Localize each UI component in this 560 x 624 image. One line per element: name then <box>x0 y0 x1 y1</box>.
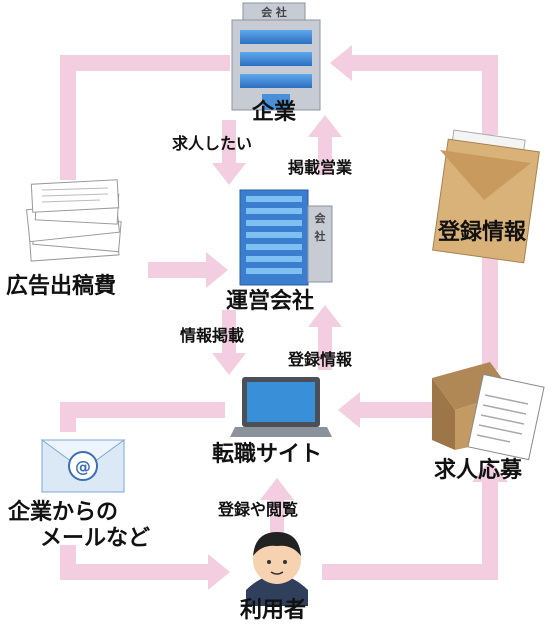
arrow-up-application <box>472 460 508 482</box>
line-reg-company <box>350 55 498 71</box>
line-application-site <box>360 402 432 418</box>
node-company-mail-line2: メールなど <box>40 526 151 551</box>
arrow-right-user <box>208 554 230 590</box>
line-site-mail-down <box>60 402 76 432</box>
arrow-down-agency <box>212 163 246 185</box>
edge-registration-info: 登録情報 <box>288 350 353 369</box>
edge-register-browse: 登録や閲覧 <box>218 500 299 519</box>
agency-sign-bottom: 社 <box>314 229 326 243</box>
line-user-app-up <box>482 480 498 580</box>
arrow-left-site <box>338 392 360 428</box>
node-application: 求人応募 <box>434 458 523 483</box>
envelope-icon <box>432 129 540 264</box>
line-user-site <box>270 495 284 535</box>
document-icon <box>467 373 545 461</box>
node-company: 企業 <box>252 100 297 125</box>
edge-listing-sales: 掲載営業 <box>288 158 353 177</box>
mail-icon: @ <box>40 439 126 493</box>
company-sign-text: 会 社 <box>261 5 287 19</box>
paper-stack-icon <box>26 179 122 262</box>
line-agency-company <box>318 135 332 175</box>
line-site-mail <box>60 402 225 418</box>
company-building-icon <box>231 2 321 111</box>
line-agency-site <box>222 310 236 355</box>
laptop-icon <box>230 377 332 437</box>
line-adcost-up <box>60 55 76 180</box>
agency-sign-top: 会 <box>315 211 327 225</box>
line-reg-application <box>482 245 498 370</box>
arrow-to-company <box>330 45 352 81</box>
edge-info-listing: 情報掲載 <box>180 326 245 345</box>
arrow-up-agency <box>308 305 342 327</box>
line-user-application <box>322 564 498 580</box>
arrow-up-site <box>260 478 294 500</box>
arrow-down-site <box>212 353 246 375</box>
svg-text:@: @ <box>75 457 91 476</box>
line-reg-up <box>482 55 498 135</box>
node-job-site: 転職サイト <box>212 442 323 467</box>
arrow-up-company <box>308 115 342 137</box>
user-avatar-icon <box>246 532 308 606</box>
arrow-right-agency <box>206 252 228 288</box>
line-site-agency <box>318 325 332 370</box>
agency-building-icon <box>239 189 333 286</box>
line-mail-user <box>60 564 210 580</box>
line-company-agency <box>222 120 236 165</box>
node-user: 利用者 <box>240 598 307 623</box>
edge-want-hire: 求人したい <box>172 134 253 153</box>
node-registration-docs: 登録情報 <box>438 220 527 245</box>
line-adcost-company <box>60 55 230 71</box>
node-company-mail-line1: 企業からの <box>8 500 119 525</box>
node-agency: 運営会社 <box>226 289 315 314</box>
flow-arrows <box>60 45 508 590</box>
node-ad-cost: 広告出稿費 <box>6 274 117 299</box>
line-adcost-agency <box>148 262 208 278</box>
